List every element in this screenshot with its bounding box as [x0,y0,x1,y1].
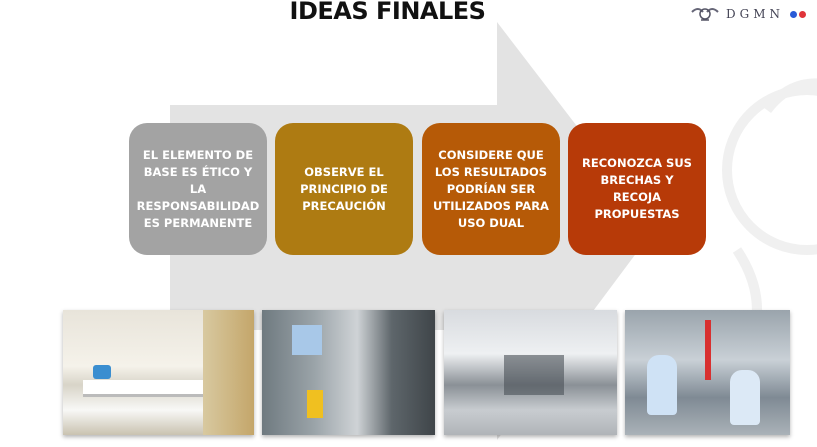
idea-text: EL ELEMENTO DE BASE ES ÉTICO Y LA RESPON… [136,147,260,230]
idea-box-gaps: RECONOZCA SUS BRECHAS Y RECOJA PROPUESTA… [568,123,706,255]
page-title: IDEAS FINALES [289,0,486,25]
protective-suit-lab-photo [625,310,790,435]
idea-text: CONSIDERE QUE LOS RESULTADOS PODRÍAN SER… [433,147,549,230]
blue-dot [790,10,797,18]
emblem-icon [691,8,719,21]
laboratory-benches-photo [444,310,617,435]
idea-text: RECONOZCA SUS BRECHAS Y RECOJA PROPUESTA… [582,156,692,221]
idea-box-precaution: OBSERVE EL PRINCIPIO DE PRECAUCIÓN [275,123,413,255]
red-dot [799,10,806,18]
laboratory-photo [63,310,254,435]
dgmn-logo: DGMN [690,4,806,24]
idea-box-ethics: EL ELEMENTO DE BASE ES ÉTICO Y LA RESPON… [129,123,267,255]
logo-text: DGMN [726,7,784,21]
biosafety-cabinet-photo [262,310,435,435]
idea-box-dual-use: CONSIDERE QUE LOS RESULTADOS PODRÍAN SER… [422,123,560,255]
idea-text: OBSERVE EL PRINCIPIO DE PRECAUCIÓN [300,164,388,213]
